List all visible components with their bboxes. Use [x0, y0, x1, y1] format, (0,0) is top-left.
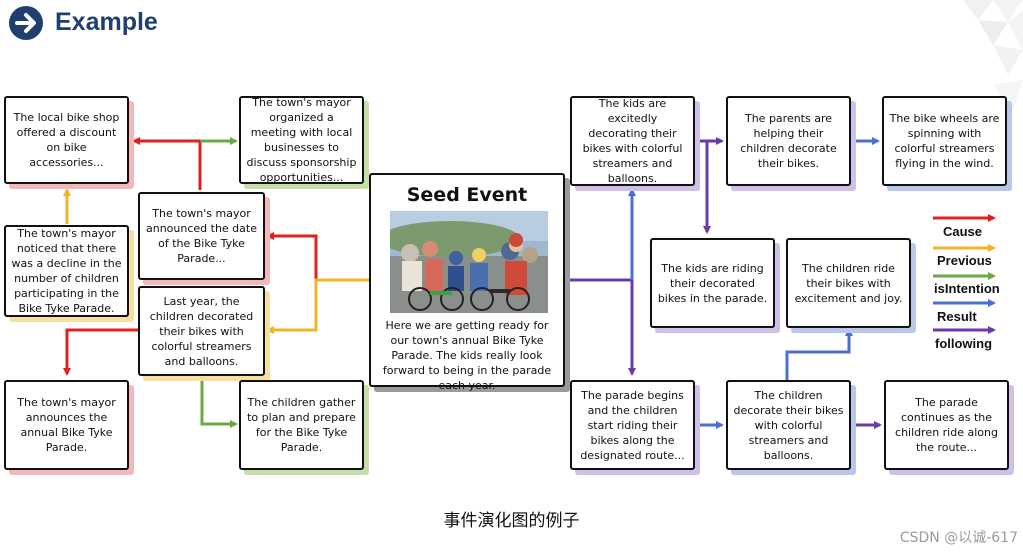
node-text: The parents are helping their children d…: [740, 112, 837, 170]
edge-seed-to-last-year: [266, 278, 369, 334]
arrow-circle-icon: [9, 6, 43, 40]
edge-children-decorate-to-children-ride: [785, 328, 853, 380]
node-text: The parade begins and the children start…: [580, 388, 685, 462]
node-children-decorate: The children decorate their bikes with c…: [726, 380, 851, 470]
node-parade-continues: The parade continues as the children rid…: [884, 380, 1009, 470]
legend-label-isintention: isIntention: [934, 281, 1000, 296]
node-mayor-announces-parade: The town's mayor announces the annual Bi…: [4, 380, 129, 470]
node-mayor-noticed-decline: The town's mayor noticed that there was …: [4, 225, 129, 317]
legend-label-previous: Previous: [937, 253, 992, 268]
node-text: The town's mayor announced the date of t…: [145, 207, 257, 265]
node-parents-helping: The parents are helping their children d…: [726, 96, 851, 186]
node-children-gather: The children gather to plan and prepare …: [239, 380, 364, 470]
seed-event-text: Here we are getting ready for our town's…: [382, 319, 552, 392]
node-text: The children decorate their bikes with c…: [733, 388, 844, 462]
page-title: Example: [55, 8, 158, 36]
node-text: The kids are riding their decorated bike…: [657, 261, 768, 305]
edge-last-year-to-children-gather: [200, 377, 238, 428]
node-text: The bike wheels are spinning with colorf…: [889, 112, 1000, 170]
node-kids-riding: The kids are riding their decorated bike…: [650, 238, 775, 328]
edge-seed-to-mayor-announced-date: [266, 232, 369, 282]
node-last-year-decorated: Last year, the children decorated their …: [138, 286, 265, 376]
node-text: The town's mayor announces the annual Bi…: [17, 396, 116, 454]
edge-announced-date-to-bike-shop: [132, 137, 202, 190]
watermark: CSDN @以诚-617: [899, 530, 1018, 546]
node-parade-begins: The parade begins and the children start…: [570, 380, 695, 470]
seed-event-photo: [390, 211, 548, 313]
node-children-ride-joy: The children ride their bikes with excit…: [786, 238, 911, 328]
figure-caption: 事件演化图的例子: [443, 511, 580, 531]
node-text: The town's mayor organized a meeting wit…: [246, 96, 357, 184]
legend-label-result: Result: [937, 309, 977, 324]
legend-label-following: following: [935, 336, 993, 351]
node-text: Last year, the children decorated their …: [149, 294, 254, 368]
node-kids-decorating: The kids are excitedly decorating their …: [570, 96, 695, 186]
node-text: The town's mayor noticed that there was …: [11, 227, 122, 315]
legend-label-cause: Cause: [943, 224, 983, 239]
node-bike-shop-discount: The local bike shop offered a discount o…: [4, 96, 129, 184]
edge-last-year-to-mayor-announces: [63, 328, 140, 376]
node-mayor-meeting: The town's mayor organized a meeting wit…: [239, 96, 364, 184]
node-text: The children gather to plan and prepare …: [247, 396, 356, 454]
node-text: The kids are excitedly decorating their …: [582, 97, 683, 185]
node-mayor-announced-date: The town's mayor announced the date of t…: [138, 192, 265, 280]
seed-event-title: Seed Event: [406, 184, 528, 206]
node-text: The parade continues as the children rid…: [895, 396, 998, 454]
node-text: The children ride their bikes with excit…: [794, 261, 903, 305]
node-text: The local bike shop offered a discount o…: [13, 111, 120, 169]
edge-seed-to-parade-begins: [565, 278, 636, 376]
seed-event-box: Seed Event Here we are getting ready for…: [369, 173, 565, 392]
node-wheels-spinning: The bike wheels are spinning with colorf…: [882, 96, 1007, 186]
decorative-corner-pattern: [963, 0, 1023, 110]
